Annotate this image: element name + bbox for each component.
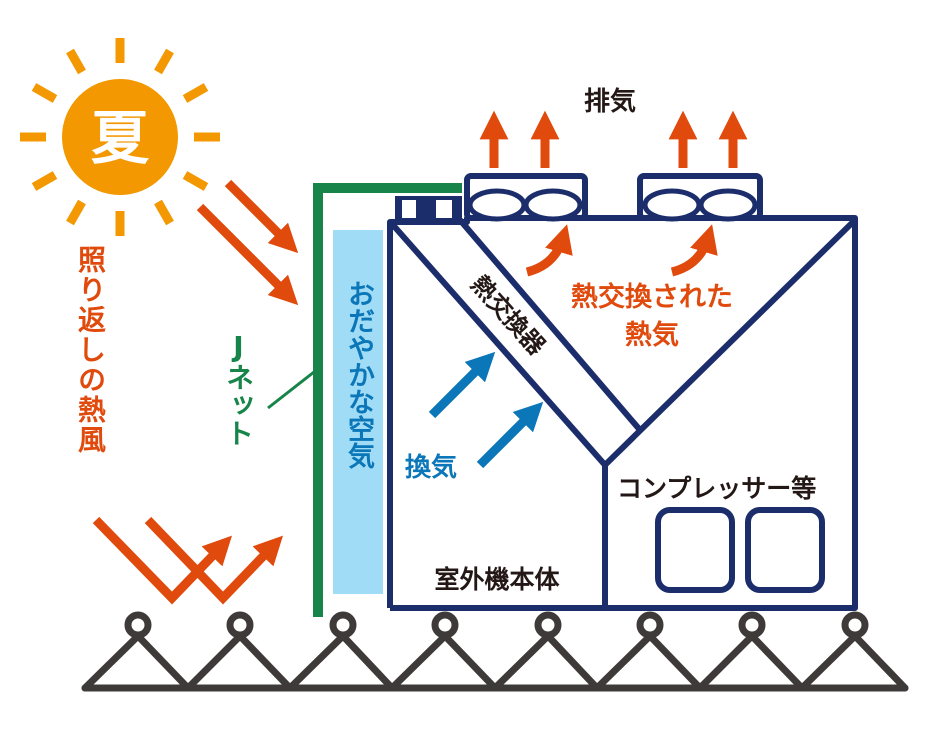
- reflected-heat-text: 照り返しの熱風: [74, 245, 107, 455]
- j-net: [267, 183, 462, 617]
- sun-label: 夏: [91, 104, 150, 172]
- incoming-heat-arrows: [196, 179, 299, 306]
- exhaust-arrows: [479, 110, 748, 277]
- sun-icon: 夏: [20, 38, 220, 236]
- calm-air-zone: [333, 230, 383, 594]
- unit-body-label: 室外機本体: [434, 565, 560, 594]
- ground-truss: [81, 611, 909, 692]
- calm-air-label-box: おだやかな空気: [343, 280, 374, 469]
- compressor-label: コンプレッサー等: [617, 474, 816, 503]
- calm-air-label: おだやかな空気: [343, 280, 374, 469]
- exhaust-label: 排気: [584, 86, 636, 117]
- j-net-label-box: Jネット: [222, 330, 255, 447]
- exchanged-heat-label-line2: 熱気: [625, 319, 679, 351]
- ventilation-arrows: [428, 351, 544, 469]
- reflected-heat-label-box: 照り返しの熱風: [74, 245, 107, 455]
- exchanged-heat-label-line1: 熱交換された: [571, 281, 733, 313]
- ventilation-label: 換気: [405, 452, 457, 483]
- j-net-label: Jネット: [222, 330, 255, 447]
- fan-icon: [467, 188, 758, 222]
- reflected-heat-arrows: [92, 516, 283, 605]
